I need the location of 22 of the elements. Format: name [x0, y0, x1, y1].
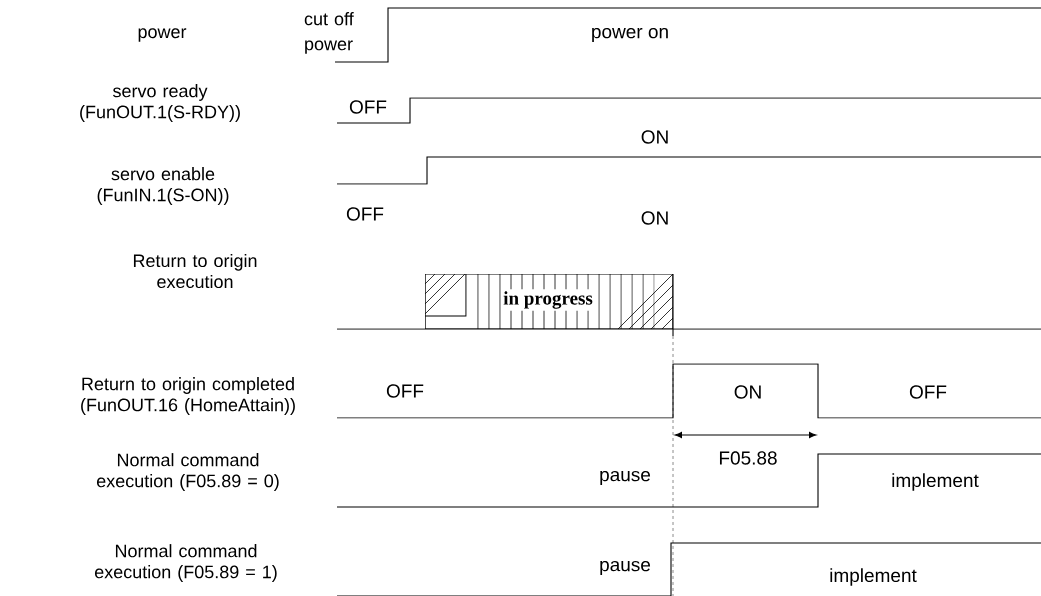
state-label: cut off power [304, 12, 354, 54]
signal-label: Return to origin completed (FunOUT.16 (HomeAttain)) [81, 377, 295, 415]
state-label: ON [639, 210, 671, 226]
dimension-label: F05.88 [717, 450, 779, 466]
state-label: OFF [345, 206, 385, 222]
state-label: pause [598, 559, 652, 577]
state-label: OFF [385, 383, 425, 399]
state-label: OFF [908, 384, 948, 400]
state-label: pause [598, 469, 652, 487]
bar-label: in progress [501, 289, 595, 311]
state-label: ON [732, 384, 764, 400]
state-label: implement [890, 472, 980, 492]
signal-label: Normal command execution (F05.89 = 0) [97, 453, 279, 491]
state-label: power on [589, 26, 671, 44]
signal-label: servo enable (FunIN.1(S-ON)) [97, 167, 229, 205]
signal-label: servo ready (FunOUT.1(S-RDY)) [80, 84, 240, 122]
signal-label: Normal command execution (F05.89 = 1) [95, 544, 277, 582]
state-label: implement [828, 567, 918, 587]
state-label: OFF [348, 99, 388, 115]
state-label: ON [639, 129, 671, 145]
signal-label: power [138, 28, 187, 42]
signal-label: Return to origin execution [133, 253, 257, 289]
